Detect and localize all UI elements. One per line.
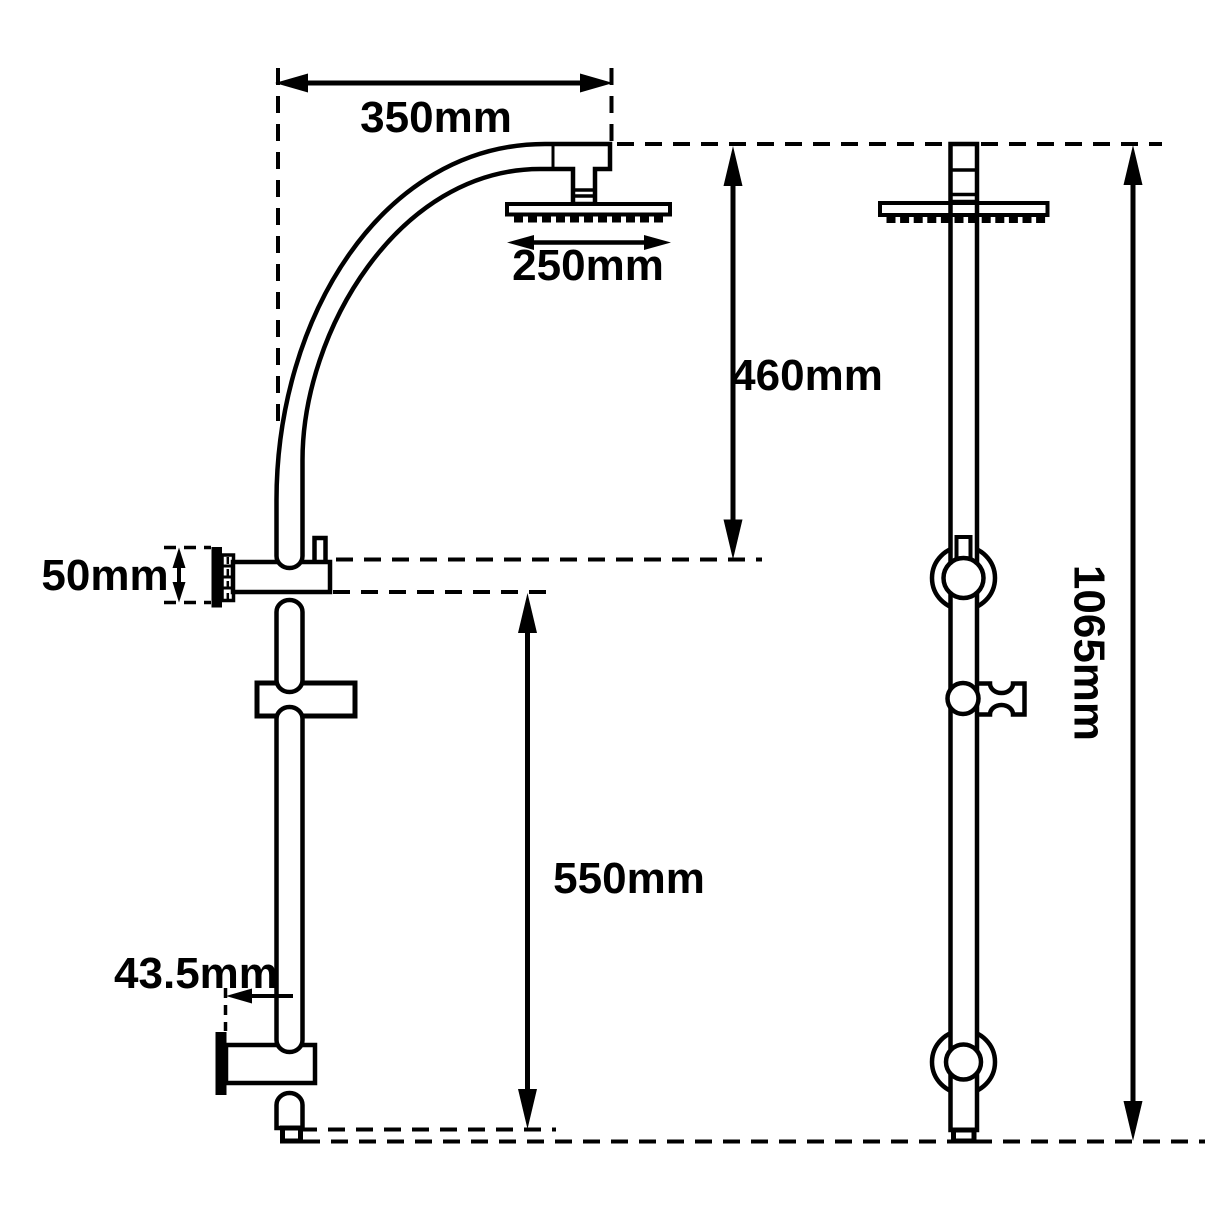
rail-segment-2	[274, 597, 305, 695]
side-view	[878, 141, 1050, 1144]
dim-arrow-460	[723, 146, 743, 560]
dimension-labels: 350mm 250mm 460mm 50mm 550mm 43.5mm 1065…	[41, 93, 1113, 998]
dim-arrow-50	[172, 547, 186, 603]
bottom-arm-front	[223, 1042, 318, 1086]
dim-arrow-43-5	[226, 988, 293, 1004]
wall-plate-lower	[215, 1032, 227, 1095]
label-550mm: 550mm	[553, 854, 705, 903]
label-250mm: 250mm	[512, 241, 664, 290]
construction-lines	[164, 68, 1205, 1144]
label-43-5mm: 43.5mm	[114, 949, 278, 998]
dimension-arrows	[172, 73, 1143, 1141]
diverter-knob-front	[312, 535, 328, 566]
rail-segment-4	[274, 1090, 305, 1131]
label-350mm: 350mm	[360, 93, 512, 142]
label-460mm: 460mm	[731, 351, 883, 400]
label-1065mm: 1065mm	[1065, 565, 1114, 741]
shower-head-front	[505, 202, 672, 217]
curved-arm	[274, 141, 613, 571]
wall-plate-upper	[211, 547, 222, 608]
holder-hub-side	[945, 680, 981, 717]
shower-head-nozzles-front	[514, 214, 663, 223]
dim-arrow-350	[275, 73, 613, 93]
front-view	[211, 141, 672, 1144]
dim-arrow-550	[518, 593, 537, 1129]
dim-arrow-1065	[1123, 145, 1143, 1141]
rail-segment-3	[274, 704, 305, 1055]
label-50mm: 50mm	[41, 551, 168, 600]
bottom-hub-side	[943, 1042, 984, 1082]
shower-head-nozzles-side	[886, 215, 1046, 223]
rail-outlet-front	[280, 1125, 303, 1144]
shower-head-side	[878, 201, 1050, 217]
rail-outlet-side	[951, 1127, 977, 1144]
rail-tube-side	[948, 141, 980, 1133]
dim-arrow-250	[507, 235, 671, 250]
diverter-hub-side	[941, 555, 986, 601]
slider-handle-front	[254, 680, 358, 719]
